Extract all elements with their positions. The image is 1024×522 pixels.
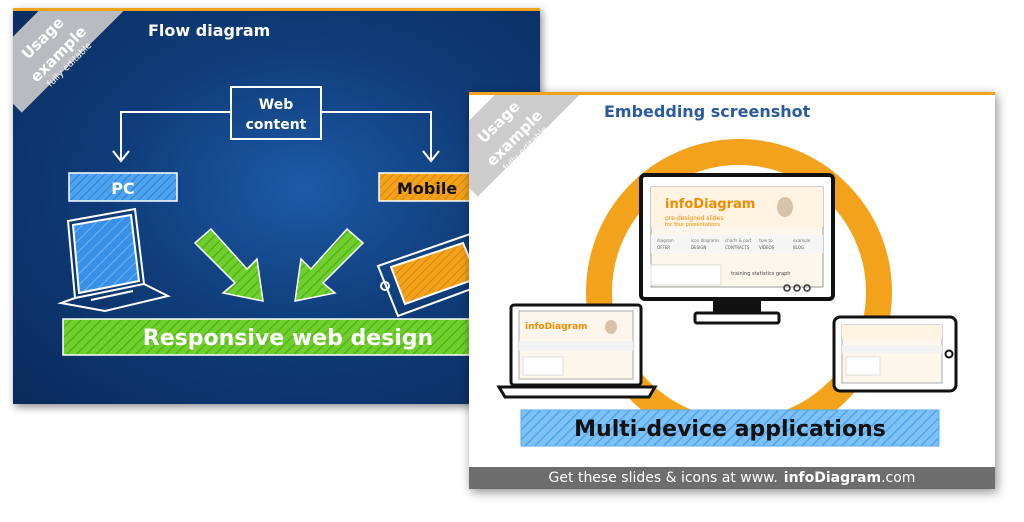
screenshot-nav-item: example [793,238,811,243]
arrow-head-right [422,150,440,163]
laptop-icon: infoDiagram [496,303,658,399]
footer-bar: Get these slides & icons at www. infoDiag… [469,467,995,489]
pc-label: PC [111,179,134,198]
web-content-label-1: Web [259,97,293,113]
tablet-icon [832,315,958,393]
desktop-monitor-icon: infoDiagram pre-designed slides for Your… [639,173,835,325]
slide-title: Flow diagram [148,21,271,40]
screenshot-nav-item: charts & part [725,238,752,243]
connector-left [120,111,231,159]
screenshot-nav-sub: DESIGN [691,245,706,250]
screenshot-brand: infoDiagram [665,197,755,212]
mobile-label: Mobile [397,179,457,198]
banner-text: Responsive web design [143,326,433,351]
pc-node: PC [68,172,178,202]
screenshot-nav-sub: VIDEOS [759,245,775,250]
laptop-screenshot-brand: infoDiagram [525,322,588,332]
footer-tld: .com [881,470,916,486]
multi-device-banner: Multi-device applications [520,409,940,447]
arrow-head-left [112,150,130,163]
footer-lead: Get these slides & icons at www. [548,470,778,486]
connector-right [321,111,432,159]
responsive-web-design-banner: Responsive web design [62,318,540,356]
screenshot-tagline-2: for Your presentations [665,222,720,228]
flow-diagram-slide: Usage example fully editable Flow diagra… [13,8,540,404]
screenshot-nav-item: icon diagrams [691,238,719,243]
screenshot-nav-sub: OFFER [657,245,670,250]
screenshot-nav-item: diagram [657,238,674,243]
laptop-icon [57,207,171,313]
embedding-screenshot-slide: Usage example fully editable Embedding s… [469,92,995,489]
flow-connectors [112,111,440,163]
arrow-icon-right [294,227,365,302]
web-content-label-2: content [246,117,307,133]
slide-title: Embedding screenshot [604,102,811,121]
flow-diagram-canvas: Web content PC Mobile [57,86,540,356]
screenshot-snippet: training statistics graph [731,271,790,277]
screenshot-nav-item: how to [759,238,773,243]
banner-text: Multi-device applications [574,417,886,442]
device-illustration-canvas: infoDiagram pre-designed slides for Your… [496,139,979,488]
web-content-node: Web content [230,86,322,140]
screenshot-nav-sub: CONTRACTS [725,245,750,250]
arrow-icon-left [193,227,264,302]
footer-brand[interactable]: infoDiagram [783,470,882,486]
screenshot-tagline-1: pre-designed slides [665,215,723,222]
screenshot-nav-sub: BLOG [793,245,804,250]
